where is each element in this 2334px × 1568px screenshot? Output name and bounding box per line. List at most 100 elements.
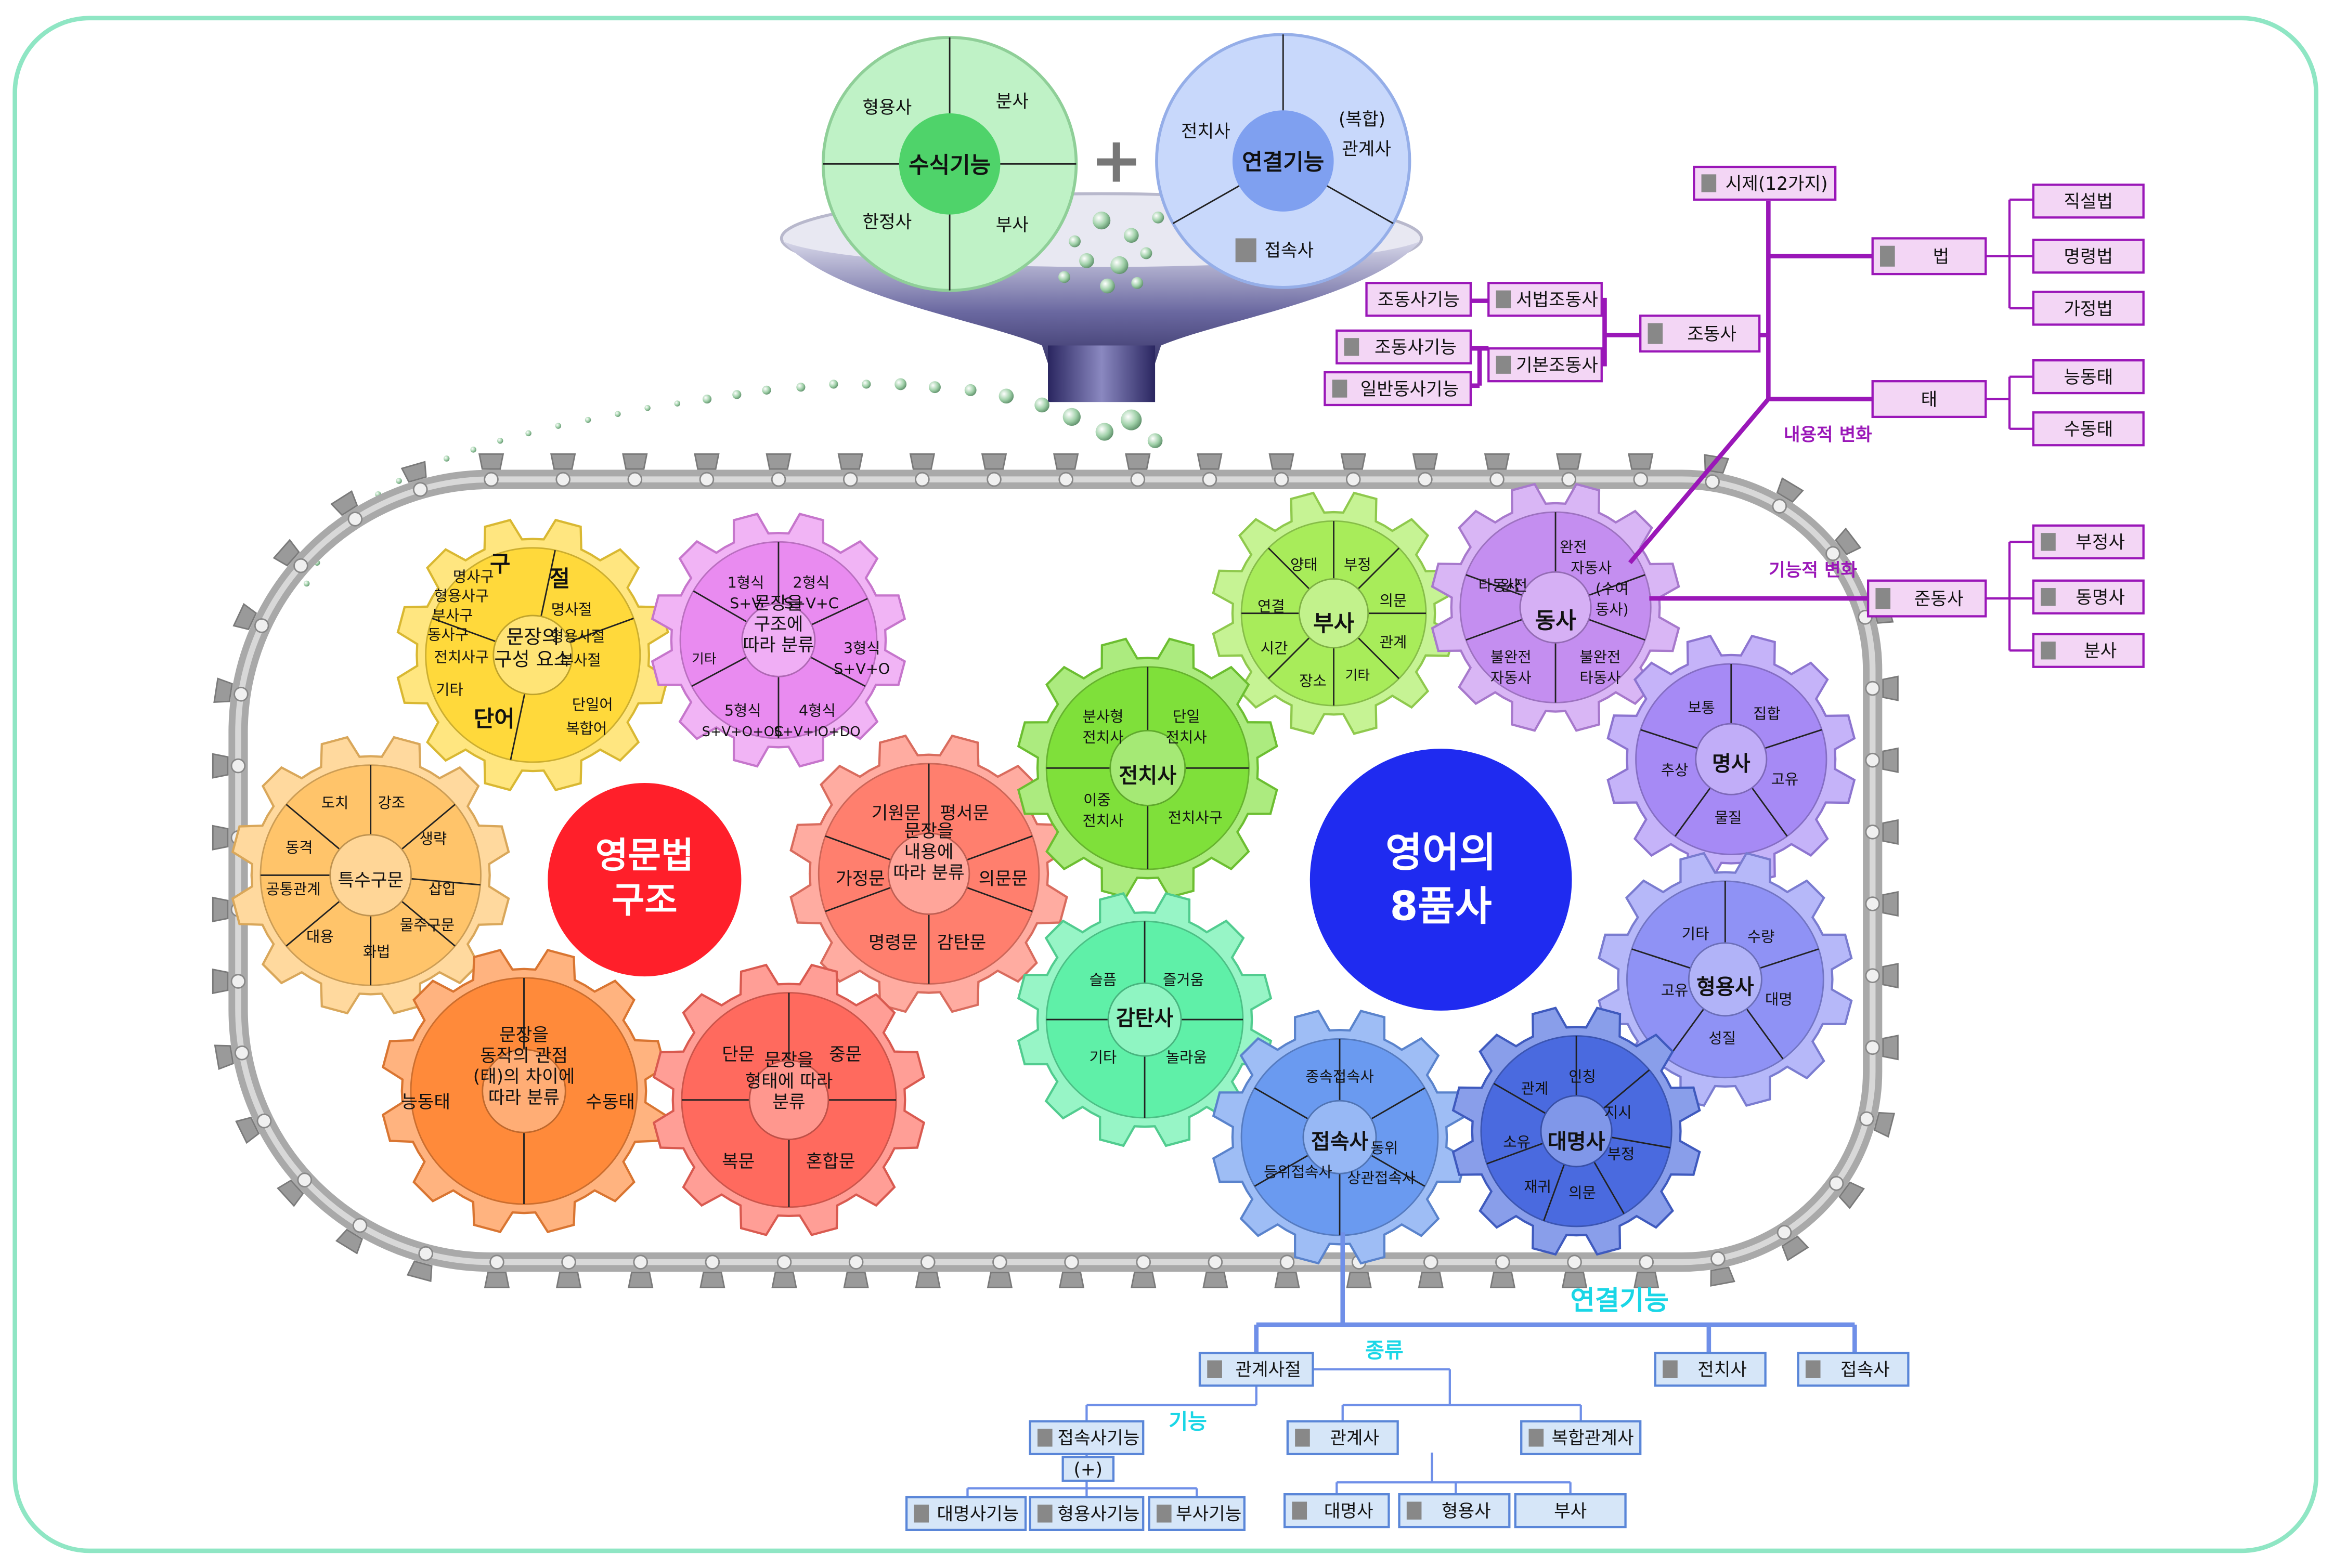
book-icon: [2041, 533, 2056, 551]
gear-center-label: 특수구문: [338, 870, 404, 891]
gear-segment-label: 타동사: [1479, 577, 1520, 594]
gear-center-label: 문장을: [904, 821, 954, 842]
book-icon: [1037, 1505, 1053, 1523]
tree-node-label: 일반동사기능: [1360, 379, 1459, 400]
tree-node-label: 가정법: [2064, 298, 2113, 319]
gear-segment-label: 단어: [474, 706, 515, 732]
book-icon: [1332, 380, 1347, 398]
parts-label-2: 8품사: [1390, 883, 1492, 930]
gear-segment-label: 기타: [436, 681, 463, 699]
bead: [1079, 253, 1094, 268]
bead: [615, 411, 621, 417]
tree-node: 기본조동사: [1487, 347, 1603, 383]
parts-of-speech-circle: 영어의 8품사: [1309, 749, 1572, 1011]
gear-segment-label: 완전: [1560, 538, 1587, 556]
gear-segment-label: 수동태: [586, 1092, 635, 1113]
kind-label: 종류: [1365, 1339, 1404, 1363]
disc-segment-label: 분사: [996, 92, 1029, 112]
tree-node-label: 조동사: [1687, 324, 1736, 345]
gear-segment-label: 동위: [1371, 1139, 1398, 1157]
gear-center-label: 문장의: [506, 625, 560, 648]
chain-link: [1829, 1175, 1865, 1209]
connect-function-title: 연결기능: [1570, 1285, 1669, 1316]
gear-segment-label: 삽입: [429, 880, 456, 898]
gear-segment-label: 단일: [1173, 708, 1200, 725]
chain-link: [694, 453, 720, 487]
gear-segment-label: 동사구: [427, 626, 469, 644]
tree-node-label: 능동태: [2064, 367, 2113, 388]
book-icon: [1496, 290, 1511, 308]
bead: [702, 394, 712, 404]
gear-segment-label: 인칭: [1568, 1068, 1596, 1086]
tree-node: 일반동사기능: [1324, 371, 1472, 407]
bead: [497, 437, 503, 444]
chain-link: [1865, 891, 1899, 917]
gear-center-label: 형태에 따라: [745, 1071, 833, 1092]
tree-node-label: 태: [1921, 389, 1938, 410]
tree-node-label: 조동사기능: [1378, 290, 1460, 310]
book-icon: [1648, 323, 1663, 344]
gear-center-label: 내용에: [904, 842, 954, 863]
gear-segment-label: 집합: [1753, 704, 1781, 722]
tree-node: 법: [1871, 237, 1987, 276]
chain-link: [1058, 1255, 1085, 1288]
gear-segment-label: 복합어: [566, 720, 607, 737]
gear-segment-label: 능동태: [401, 1092, 450, 1113]
bead: [470, 447, 476, 453]
tree-node: 시제(12가지): [1693, 165, 1837, 201]
gear-segment-label: 지시: [1604, 1103, 1632, 1121]
chain-link: [400, 461, 428, 497]
tree-node-label: 형용사기능: [1057, 1504, 1139, 1525]
chain-link: [771, 1255, 797, 1288]
gear-segment-label: 기타: [1345, 668, 1370, 683]
book-icon: [2041, 588, 2056, 606]
gear-segment-label: 자동사: [1571, 559, 1612, 577]
chain-link: [232, 603, 269, 633]
tree-node: 서법조동사: [1487, 282, 1603, 317]
gear-segment-label: 성질: [1708, 1029, 1736, 1047]
bead: [525, 430, 531, 437]
bead: [674, 400, 681, 407]
bead: [1095, 423, 1113, 441]
gear-segment-label: 타동사: [1579, 669, 1620, 687]
tree-node-label: 복합관계사: [1552, 1428, 1634, 1449]
gear-hub: [1298, 578, 1369, 649]
chain-link: [555, 1255, 582, 1288]
tree-node: 대명사기능: [905, 1496, 1027, 1531]
chain-link: [766, 453, 792, 487]
tree-node: 접속사: [1797, 1352, 1910, 1387]
gear-center-label: 부사: [1313, 611, 1354, 637]
bead: [1092, 211, 1111, 230]
book-icon: [1805, 1360, 1821, 1378]
gear-segment-label: 상관접속사: [1347, 1169, 1416, 1186]
chain-link: [1633, 1255, 1659, 1288]
tree-node: 부사기능: [1148, 1496, 1246, 1531]
gear-segment-label: (수여: [1596, 580, 1629, 597]
disc-segment-label: 접속사: [1264, 240, 1314, 261]
bead: [894, 378, 907, 390]
gear-center-label: 따라 분류: [893, 863, 964, 883]
gear-segment-label: 평서문: [940, 803, 989, 824]
bead: [644, 404, 651, 411]
tree-node: 분사: [2032, 633, 2145, 668]
gear-segment-label: 전치사: [1166, 728, 1207, 746]
connector-disc: 연결기능 전치사 (복합) 관계사 접속사: [1155, 33, 1411, 289]
gear-segment-label: 부사구: [432, 606, 473, 624]
gear-segment-label: 전치사구: [434, 648, 489, 666]
bead: [1121, 409, 1142, 430]
chain-link: [1268, 453, 1294, 487]
chain-link: [1865, 747, 1899, 773]
tree-node-label: 대명사: [1324, 1501, 1373, 1522]
gear-hub: [329, 834, 412, 917]
gear-center-label: (태)의 차이에: [473, 1066, 575, 1087]
chain-link: [1777, 1225, 1809, 1261]
tree-node: 직설법: [2032, 184, 2145, 219]
tree-node-label: 서법조동사: [1516, 290, 1598, 310]
